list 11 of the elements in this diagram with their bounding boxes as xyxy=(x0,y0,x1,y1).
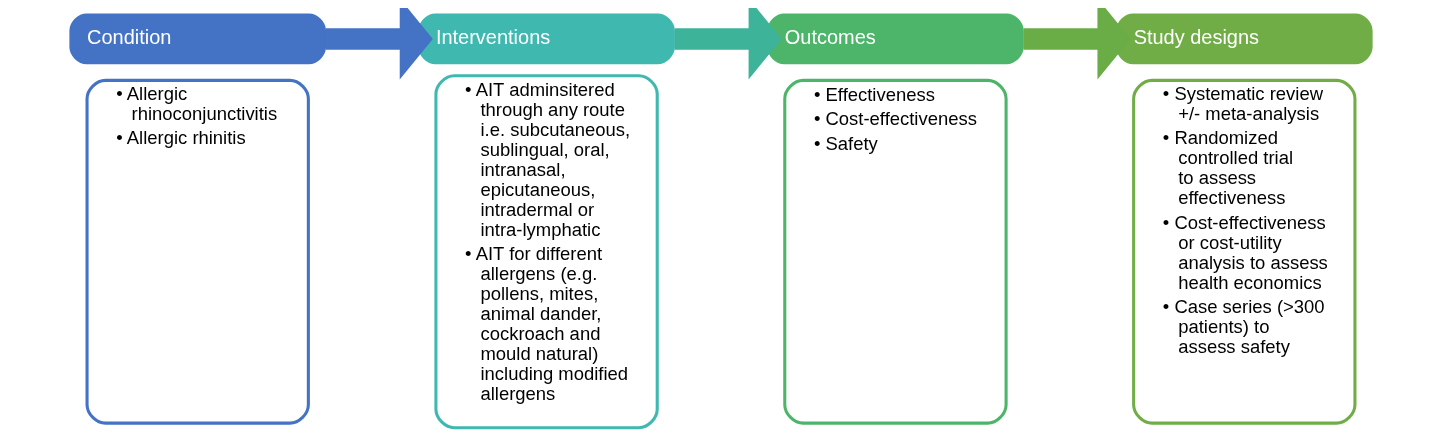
node-box: Study designs xyxy=(1115,13,1373,65)
node-box: • Systematic review +/- meta-analysis • Randomized controlled trial to assess effectiveness • Cost-effectiveness or cost-utility analysis to assess health economics • Case series (>300 patients) to assess safety xyxy=(1131,78,1356,425)
arrow xyxy=(674,8,782,80)
arrow xyxy=(1023,8,1131,80)
node-box: • AIT adminsitered through any route i.e. subcutaneous, sublingual, oral, intranasal, epicutaneous, intradermal or intra-lymphatic • AIT for different allergens (e.g. pollens, mites, animal dander, cockroach and mould natural) including modified allergens xyxy=(433,74,659,430)
node-box: • Effectiveness • Cost-effectiveness • Safety xyxy=(782,78,1008,425)
arrow xyxy=(325,8,433,80)
node-box: Condition xyxy=(68,13,326,65)
node-box: Interventions xyxy=(417,13,675,65)
node-box: • Allergic rhinoconjunctivitis • Allergic rhinitis xyxy=(85,78,310,425)
node-box: Outcomes xyxy=(766,13,1024,65)
